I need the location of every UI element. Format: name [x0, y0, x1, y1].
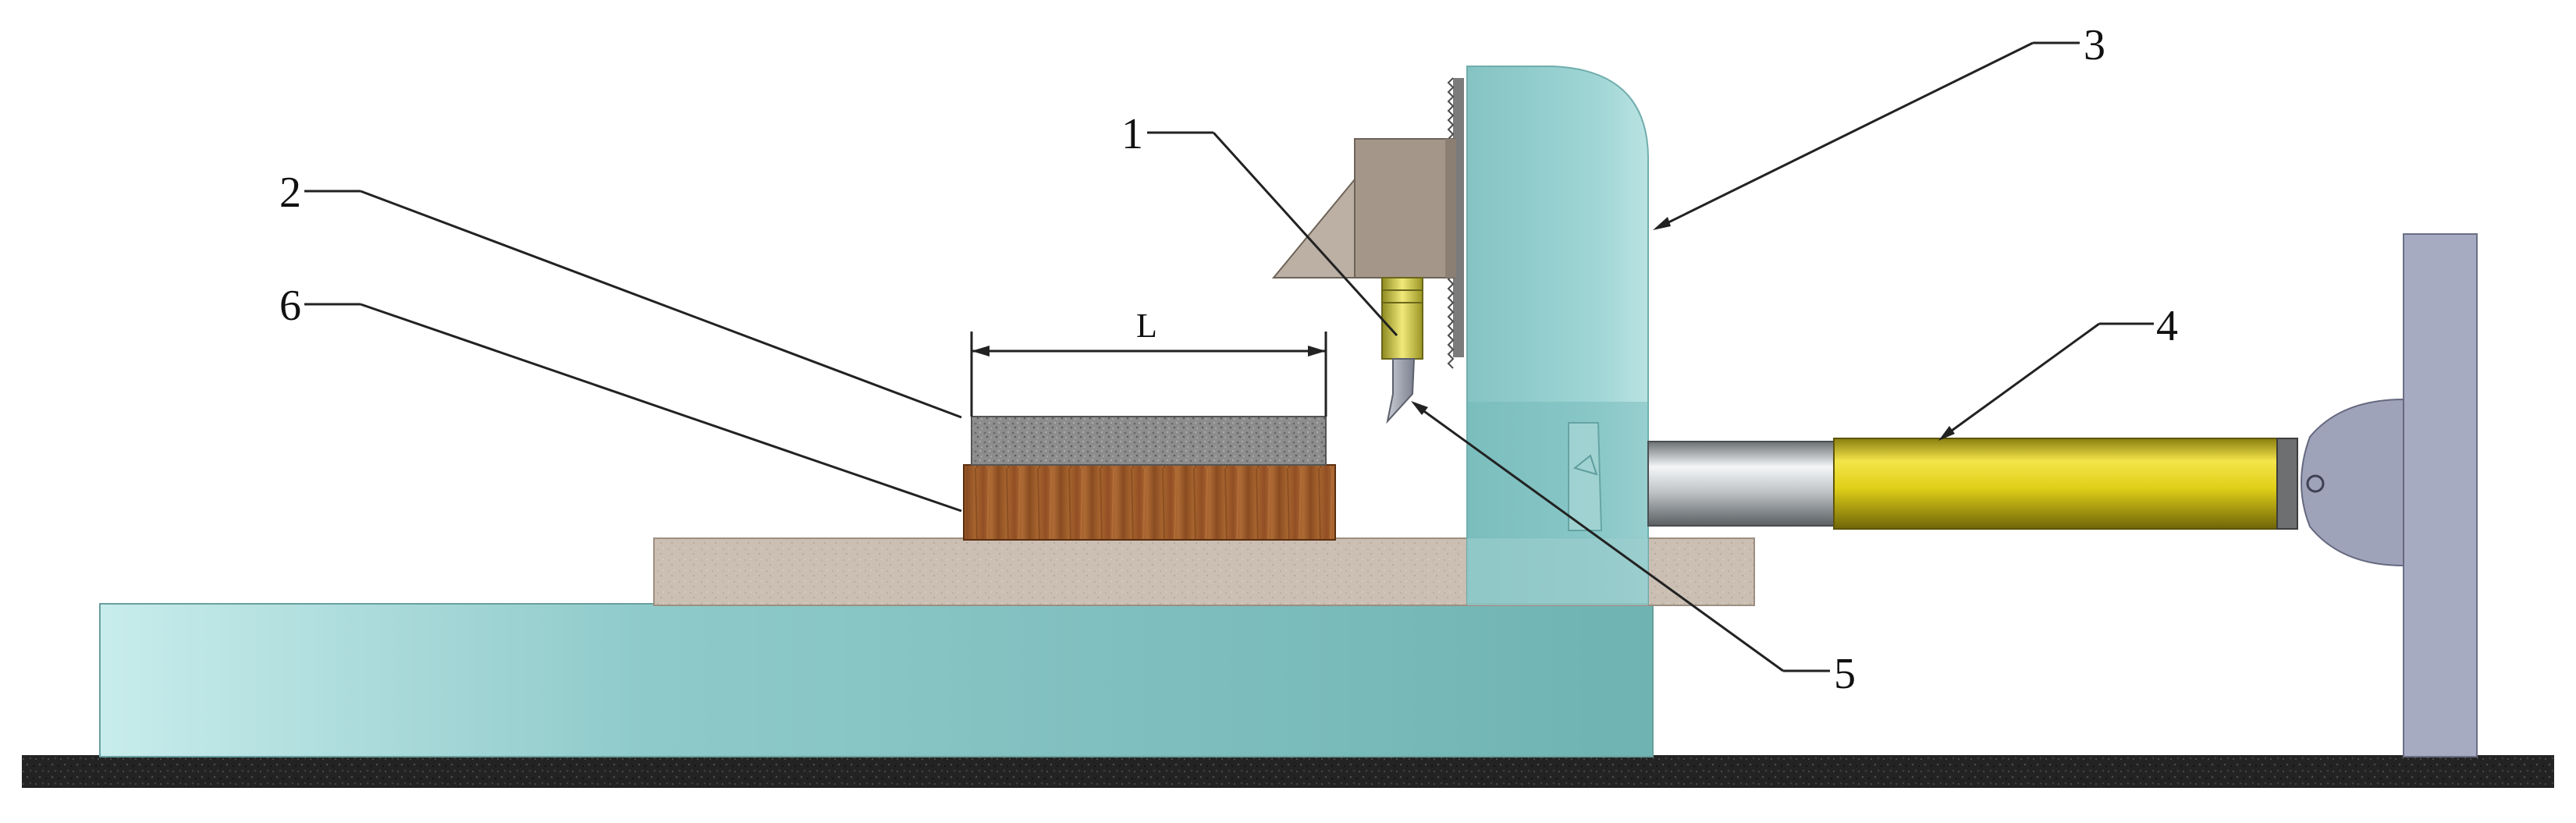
svg-text:4: 4 — [2156, 302, 2178, 350]
cylinder-end-cap — [2276, 438, 2298, 530]
callout-3: 3 — [1653, 21, 2105, 230]
wood-block — [963, 464, 1336, 541]
tool-head-wedge — [1271, 177, 1356, 278]
svg-text:5: 5 — [1834, 650, 1856, 698]
svg-text:6: 6 — [279, 282, 301, 330]
clevis-mount — [2301, 398, 2404, 567]
svg-text:2: 2 — [279, 169, 301, 217]
piston-rod — [1647, 441, 1836, 527]
svg-text:1: 1 — [1121, 110, 1143, 158]
callout-2: 2 — [279, 169, 962, 419]
tool-head-block — [1354, 138, 1455, 278]
support-post — [2403, 233, 2478, 757]
dimension-L: L — [970, 307, 1327, 417]
frame-slab-overlap — [1467, 538, 1648, 605]
svg-text:3: 3 — [2084, 21, 2105, 69]
stone-specimen — [971, 416, 1327, 466]
tool-head-plate — [1445, 139, 1456, 278]
frame-bracket — [1568, 422, 1603, 531]
callout-5: 5 — [1411, 401, 1856, 698]
vertical-frame — [1466, 66, 1649, 605]
callout-1: 1 — [1121, 110, 1398, 337]
hydraulic-cylinder — [1833, 438, 2281, 530]
dimension-label: L — [1136, 307, 1157, 345]
ground-strip — [22, 755, 2554, 788]
callout-4: 4 — [1938, 302, 2178, 441]
bench-base — [99, 603, 1654, 757]
cutter-holder — [1381, 277, 1423, 360]
clevis-pin — [2306, 474, 2325, 493]
cutter-blade — [1386, 358, 1416, 424]
callout-6: 6 — [279, 282, 962, 513]
